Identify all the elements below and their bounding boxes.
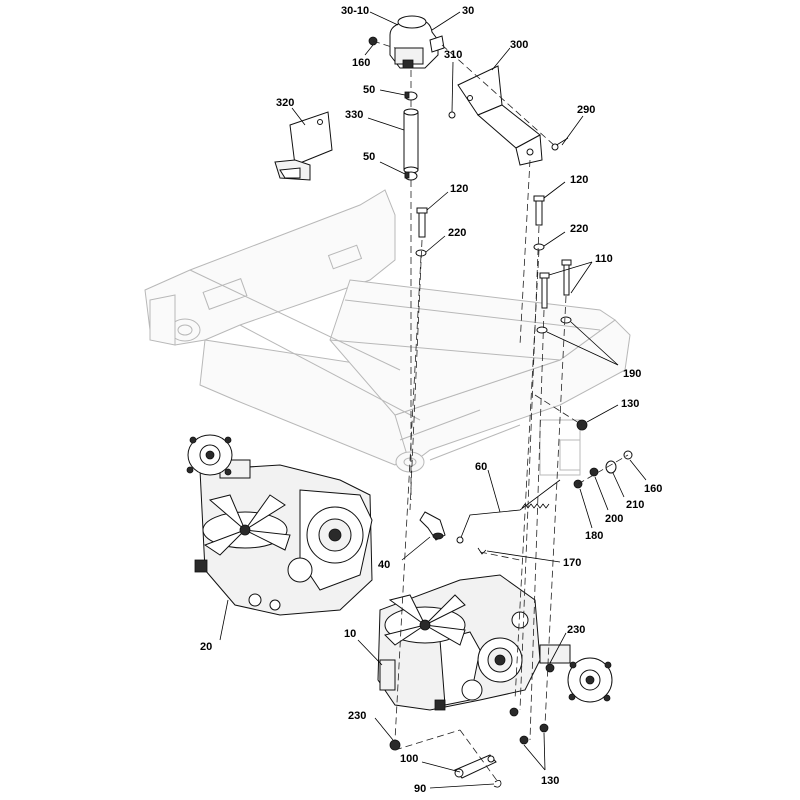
- callout-30: 30: [462, 5, 474, 17]
- callout-220-right: 220: [570, 223, 588, 235]
- bolt-120-right: [533, 195, 545, 226]
- callout-230-left: 230: [348, 710, 366, 722]
- callout-300: 300: [510, 39, 528, 51]
- callout-160-right: 160: [644, 483, 662, 495]
- clip-90: [493, 780, 502, 788]
- callout-40: 40: [378, 559, 390, 571]
- leader-lines: [219, 11, 647, 789]
- callout-180: 180: [585, 530, 603, 542]
- chassis-frame: [144, 189, 631, 476]
- callout-100: 100: [400, 753, 418, 765]
- callout-90: 90: [414, 783, 426, 795]
- callout-130-upper: 130: [621, 398, 639, 410]
- callout-130-lower: 130: [541, 775, 559, 787]
- callout-20: 20: [200, 641, 212, 653]
- clip-170: [477, 547, 487, 555]
- hose-330: [403, 108, 419, 174]
- reservoir: [389, 15, 445, 69]
- callout-160-top: 160: [352, 57, 370, 69]
- callout-200: 200: [605, 513, 623, 525]
- callout-120-right: 120: [570, 174, 588, 186]
- washer-190-a: [536, 326, 548, 334]
- nut-130-lower-b: [519, 735, 529, 745]
- linkage-rod-60: [456, 479, 561, 544]
- callout-labels: 30-10 30 160 310 300 50 320 330 290 50 1…: [200, 5, 662, 795]
- nut-230-left: [389, 739, 401, 751]
- callout-50-lower: 50: [363, 151, 375, 163]
- callout-60: 60: [475, 461, 487, 473]
- callout-50-upper: 50: [363, 84, 375, 96]
- bracket-300: [457, 65, 543, 166]
- callout-320: 320: [276, 97, 294, 109]
- nut-230-right: [545, 663, 555, 673]
- callout-190: 190: [623, 368, 641, 380]
- callout-110: 110: [595, 253, 613, 265]
- washer-220-right: [533, 243, 545, 251]
- callout-230-right: 230: [567, 624, 585, 636]
- washer-190-b: [560, 316, 572, 324]
- bolt-120-left: [416, 207, 428, 238]
- callout-220-left: 220: [448, 227, 466, 239]
- transaxle-right: [377, 574, 613, 711]
- bolt-110-a: [539, 272, 550, 309]
- callout-210: 210: [626, 499, 644, 511]
- nut-130-lower-c: [539, 723, 549, 733]
- fitting-40: [419, 511, 446, 541]
- nut-130-lower-a: [509, 707, 519, 717]
- callout-290: 290: [577, 104, 595, 116]
- nut-200: [589, 467, 599, 477]
- callout-170: 170: [563, 557, 581, 569]
- bracket-320: [274, 111, 333, 181]
- bolt-110-b: [561, 259, 572, 296]
- transaxle-left: [186, 434, 373, 616]
- clamp-50-lower: [404, 171, 418, 181]
- callout-330: 330: [345, 109, 363, 121]
- callout-30-10: 30-10: [341, 5, 369, 17]
- screw-310: [448, 111, 456, 119]
- washer-210: [605, 460, 617, 474]
- callout-120-left: 120: [450, 183, 468, 195]
- clamp-50-upper: [404, 91, 418, 101]
- callout-10: 10: [344, 628, 356, 640]
- assembly-lines: [372, 40, 629, 783]
- callout-310: 310: [444, 49, 462, 61]
- arm-100: [454, 754, 497, 779]
